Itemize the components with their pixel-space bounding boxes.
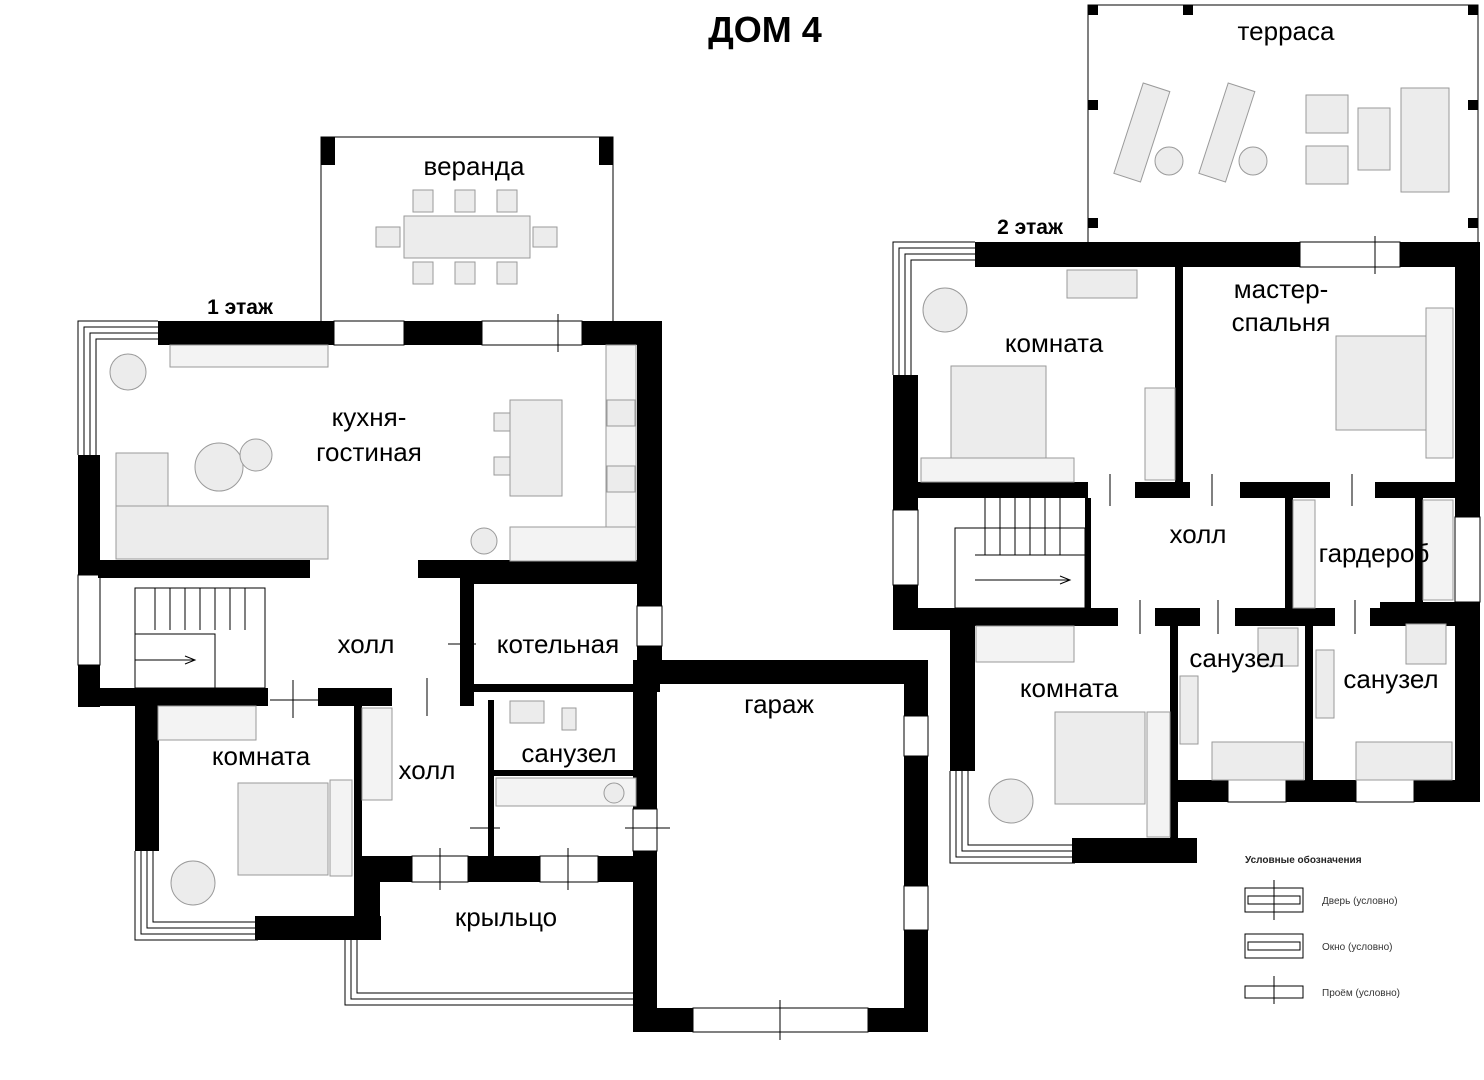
hall-main-label: холл: [338, 629, 395, 659]
garage-label: гараж: [744, 689, 814, 719]
legend-title: Условные обозначения: [1245, 854, 1362, 866]
boiler-label: котельная: [497, 629, 619, 659]
room-bottom-label: комната: [1020, 673, 1119, 703]
legend-window-symbol: [1244, 933, 1304, 959]
floor-1-label: 1 этаж: [207, 296, 274, 319]
master-label-2: спальня: [1232, 307, 1331, 337]
legend-door-label: Дверь (условно): [1322, 896, 1398, 907]
page-title: ДОМ 4: [708, 9, 822, 50]
floor-2-label: 2 этаж: [997, 216, 1064, 239]
door-markers-floor-1: [270, 314, 781, 1040]
room-top-label: комната: [1005, 328, 1104, 358]
kitchen-label-2: гостиная: [316, 437, 422, 467]
legend-opening-label: Проём (условно): [1322, 988, 1400, 999]
porch-label: крыльцо: [455, 902, 557, 932]
kitchen-label-1: кухня-: [332, 402, 407, 432]
floor-2-furniture: [920, 269, 1454, 838]
door-markers-floor-2: [1109, 236, 1376, 634]
legend: Условные обозначения Дверь (условно) Окн…: [1244, 854, 1400, 1004]
terrace: [1087, 4, 1479, 244]
floor-2-walls: [892, 241, 1481, 864]
kitchen-furniture: [109, 344, 637, 562]
veranda-label: веранда: [424, 151, 525, 181]
wardrobe-label: гардероб: [1319, 538, 1430, 568]
veranda: [320, 136, 614, 324]
room-floor-1-furniture: [157, 705, 393, 906]
legend-window-label: Окно (условно): [1322, 942, 1392, 953]
hall-small-label: холл: [399, 755, 456, 785]
bathroom-floor-1-label: санузел: [521, 738, 616, 768]
hall-floor-2-label: холл: [1170, 519, 1227, 549]
master-label-1: мастер-: [1234, 274, 1329, 304]
bathroom-floor-1-furniture: [495, 700, 637, 807]
legend-door-symbol: [1244, 880, 1304, 920]
terrace-label: терраса: [1238, 16, 1335, 46]
stairs-floor-1: [134, 587, 266, 689]
room-floor-1-label: комната: [212, 741, 311, 771]
bathroom-right-label: санузел: [1343, 664, 1438, 694]
legend-opening-symbol: [1244, 976, 1304, 1004]
bathroom-left-label: санузел: [1189, 643, 1284, 673]
